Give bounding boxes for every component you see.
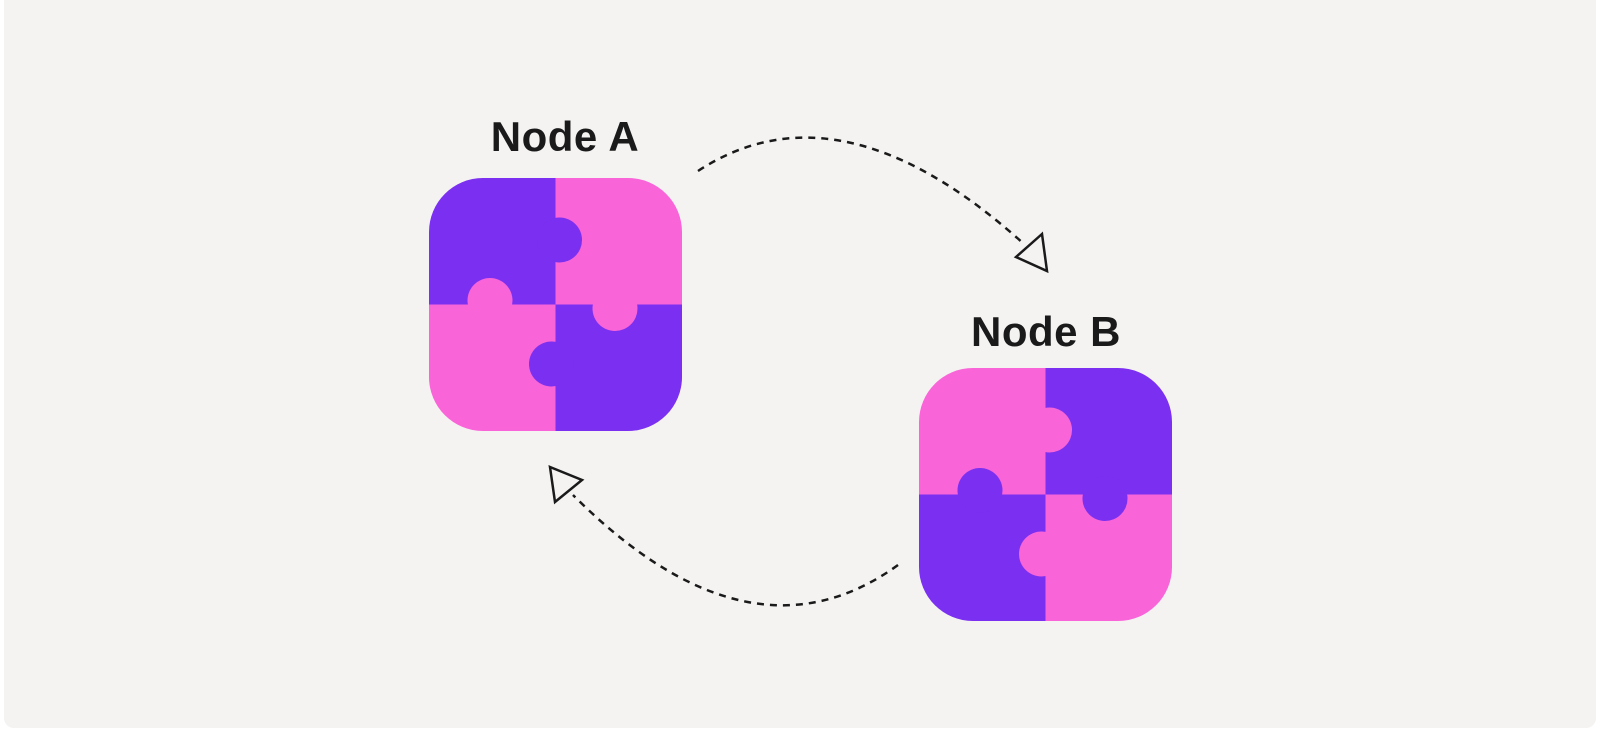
node-b-knob-up (957, 468, 1003, 513)
arrow-b-to-a (572, 494, 899, 607)
node-b-knob-right (1027, 407, 1072, 453)
node-a-knob-right (537, 217, 582, 263)
node-a-knob-left (529, 341, 574, 387)
node-b-puzzle-icon (919, 368, 1172, 621)
node-b-knob-down (1082, 476, 1128, 521)
node-b-label: Node B (971, 308, 1121, 355)
node-a-knob-up (467, 278, 513, 323)
arrowhead-a-to-b-icon (1013, 231, 1049, 274)
node-a-label: Node A (490, 113, 640, 160)
node-a-knob-down (592, 286, 638, 331)
arrowhead-b-to-a-icon (548, 465, 585, 505)
arrow-a-to-b (697, 136, 1025, 245)
diagram-canvas: Node A Node B (4, 0, 1596, 728)
node-b-knob-left (1019, 531, 1064, 577)
node-a-puzzle-icon (429, 178, 682, 431)
